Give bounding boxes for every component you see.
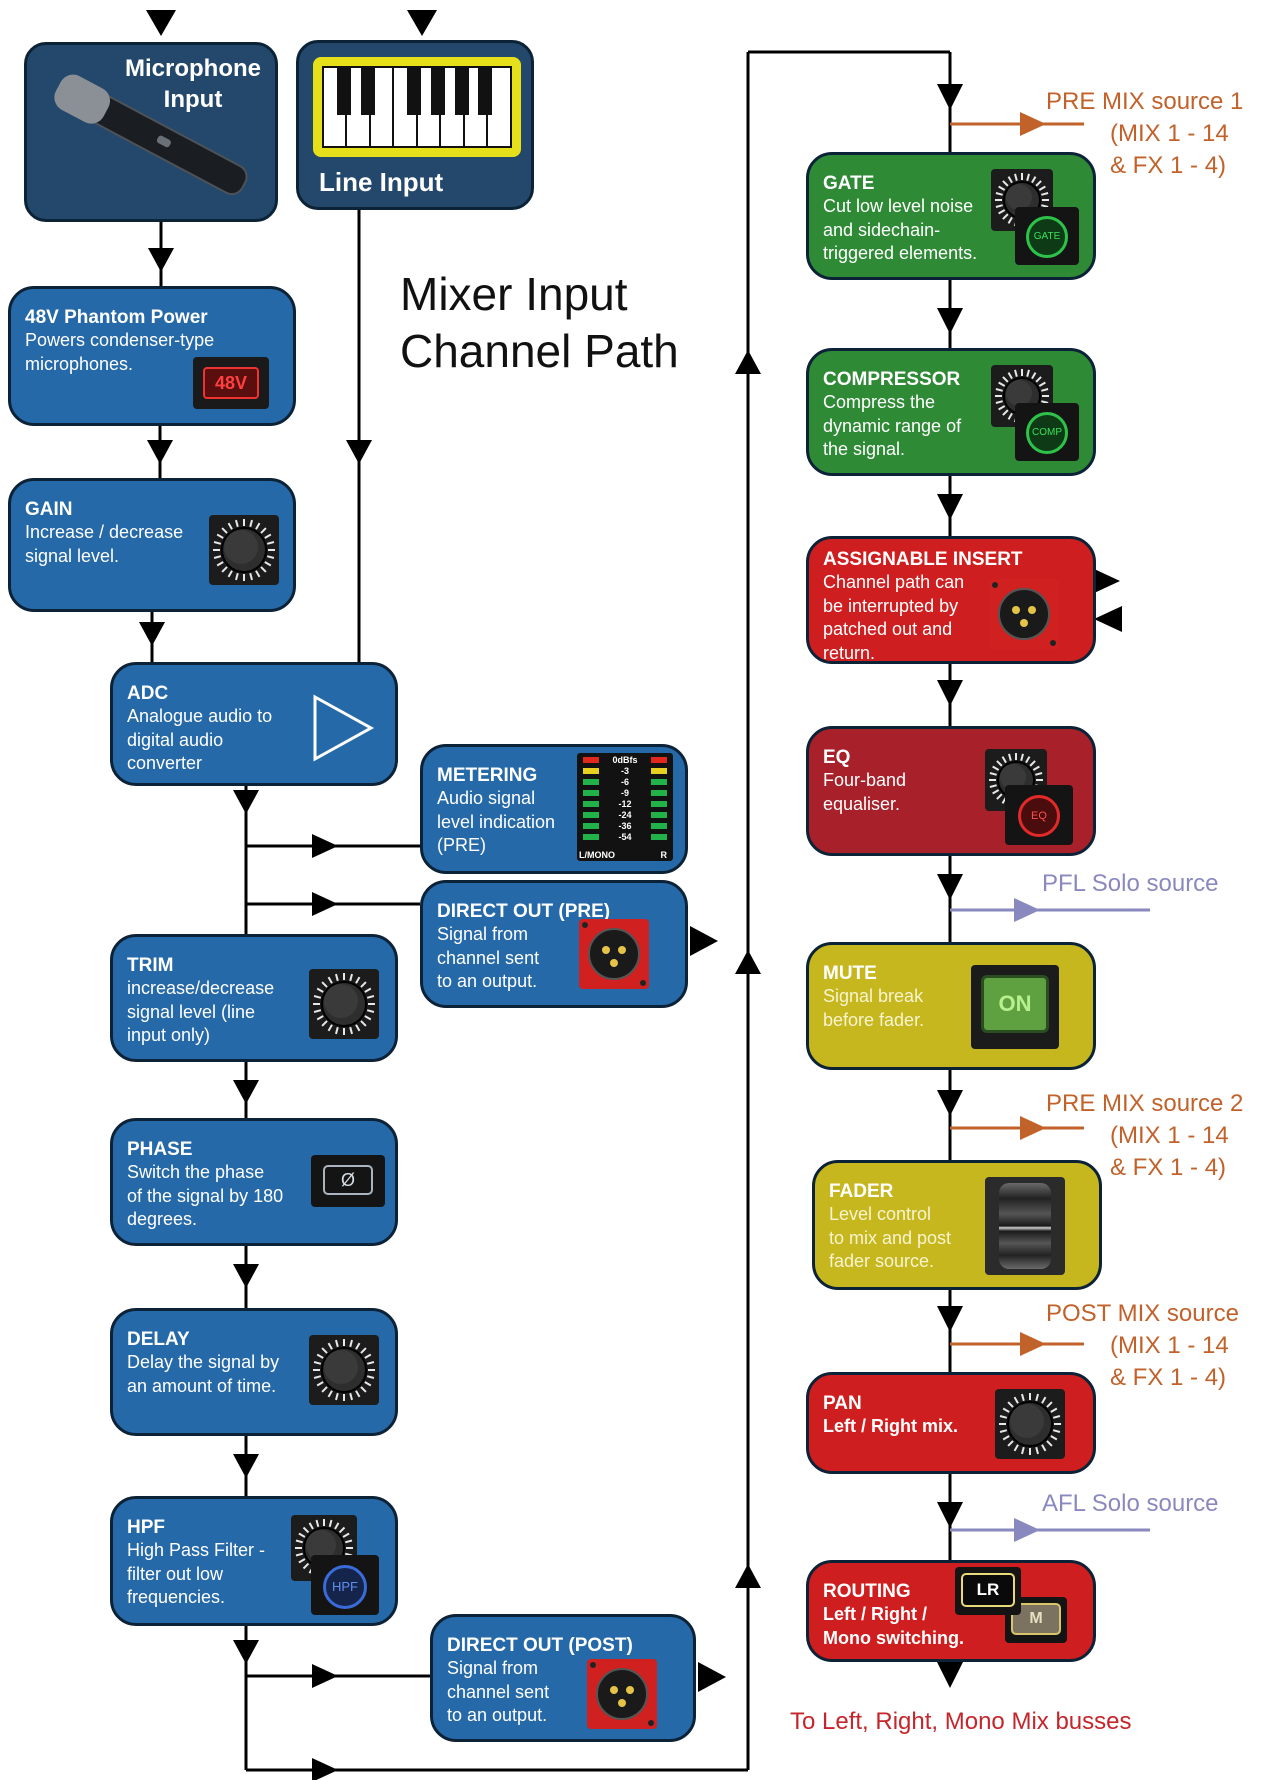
meter-led (583, 790, 599, 796)
meter-scale-label: -9 (620, 788, 629, 798)
meter-led (651, 801, 667, 807)
meter-scale-label: -54 (618, 832, 632, 842)
meter-scale-label: -24 (618, 810, 632, 820)
afl-solo-source-label: AFL Solo source (1042, 1490, 1219, 1517)
routing-m-button[interactable]: M (1005, 1597, 1067, 1643)
meter-led (651, 790, 667, 796)
phantom-48v-button[interactable]: 48V (193, 357, 269, 409)
compressor-button[interactable]: COMP (1015, 403, 1079, 461)
trim-block: TRIM increase/decrease signal level (lin… (110, 934, 398, 1062)
line-input: Line Input (296, 40, 534, 210)
direct-out-post-block: DIRECT OUT (POST) Signal from channel se… (430, 1614, 696, 1742)
gate-button[interactable]: GATE (1015, 207, 1079, 265)
meter-led (651, 779, 667, 785)
xlr-connector-icon (579, 919, 649, 989)
line-input-label: Line Input (319, 167, 444, 197)
eq-block: EQ Four-band equaliser. EQ (806, 726, 1096, 856)
xlr-connector-icon (587, 1659, 657, 1729)
phase-button[interactable]: Ø (311, 1155, 385, 1207)
phantom-power-block: 48V Phantom Power Powers condenser-type … (8, 286, 296, 426)
meter-scale-label: 0dBfs (612, 755, 638, 765)
fader-block: FADER Level control to mix and post fade… (812, 1160, 1102, 1290)
mute-block: MUTE Signal break before fader. ON (806, 942, 1096, 1070)
meter-scale-labels: 0dBfs-3-6-9-12-24-36-54 (603, 755, 647, 843)
phase-block: PHASE Switch the phase of the signal by … (110, 1118, 398, 1246)
meter-scale-label: -3 (620, 766, 629, 776)
microphone-icon (54, 74, 248, 196)
meter-led (583, 779, 599, 785)
metering-block: METERING Audio signal level indication (… (420, 744, 688, 874)
keyboard-icon (313, 57, 521, 157)
meter-right-label: R (660, 850, 668, 860)
microphone-input-label: Microphone Input (125, 55, 261, 113)
delay-knob-icon[interactable] (309, 1335, 379, 1405)
meter-led (583, 768, 599, 774)
meter-led (651, 823, 667, 829)
meter-scale-label: -36 (618, 821, 632, 831)
eq-button[interactable]: EQ (1005, 785, 1073, 845)
compressor-block: COMPRESSOR Compress the dynamic range of… (806, 348, 1096, 476)
adc-block: ADC Analogue audio to digital audio conv… (110, 662, 398, 786)
gate-block: GATE Cut low level noise and sidechain- … (806, 152, 1096, 280)
pan-block: PAN Left / Right mix. (806, 1372, 1096, 1474)
fader-cap-icon[interactable] (985, 1177, 1065, 1275)
mute-on-button[interactable]: ON (971, 965, 1059, 1049)
meter-led (651, 834, 667, 840)
meter-led (583, 757, 599, 763)
meter-left-leds (583, 757, 599, 845)
meter-led (651, 768, 667, 774)
hpf-block: HPF High Pass Filter - filter out low fr… (110, 1496, 398, 1626)
meter-led (651, 812, 667, 818)
microphone-input: Microphone Input (24, 42, 278, 222)
meter-led (651, 757, 667, 763)
gain-knob-icon[interactable] (209, 515, 279, 585)
meter-led (583, 834, 599, 840)
routing-lr-button[interactable]: LR (955, 1567, 1021, 1615)
pre-mix-source-1-label: PRE MIX source 1 (MIX 1 - 14 & FX 1 - 4) (1046, 88, 1244, 179)
pfl-solo-source-label: PFL Solo source (1042, 870, 1219, 897)
meter-scale-label: -12 (618, 799, 632, 809)
hpf-button[interactable]: HPF (311, 1555, 379, 1615)
converter-triangle-icon (313, 694, 375, 762)
meter-scale-label: -6 (620, 777, 629, 787)
routing-block: ROUTING Left / Right / Mono switching. M… (806, 1560, 1096, 1662)
gain-block: GAIN Increase / decrease signal level. (8, 478, 296, 612)
direct-out-pre-block: DIRECT OUT (PRE) Signal from channel sen… (420, 880, 688, 1008)
meter-led (583, 801, 599, 807)
level-meter: 0dBfs-3-6-9-12-24-36-54 L/MONO R (577, 753, 673, 861)
pan-knob-icon[interactable] (995, 1389, 1065, 1459)
meter-left-label: L/MONO (579, 850, 615, 860)
meter-right-leds (651, 757, 667, 845)
trim-knob-icon[interactable] (309, 969, 379, 1039)
meter-led (583, 812, 599, 818)
meter-led (583, 823, 599, 829)
pre-mix-source-2-label: PRE MIX source 2 (MIX 1 - 14 & FX 1 - 4) (1046, 1090, 1244, 1181)
delay-block: DELAY Delay the signal by an amount of t… (110, 1308, 398, 1436)
xlr-connector-icon (989, 579, 1059, 649)
post-mix-source-label: POST MIX source (MIX 1 - 14 & FX 1 - 4) (1046, 1300, 1239, 1391)
mix-busses-destination-label: To Left, Right, Mono Mix busses (790, 1708, 1132, 1735)
diagram-title: Mixer Input Channel Path (400, 268, 679, 377)
assignable-insert-block: ASSIGNABLE INSERT Channel path can be in… (806, 536, 1096, 664)
